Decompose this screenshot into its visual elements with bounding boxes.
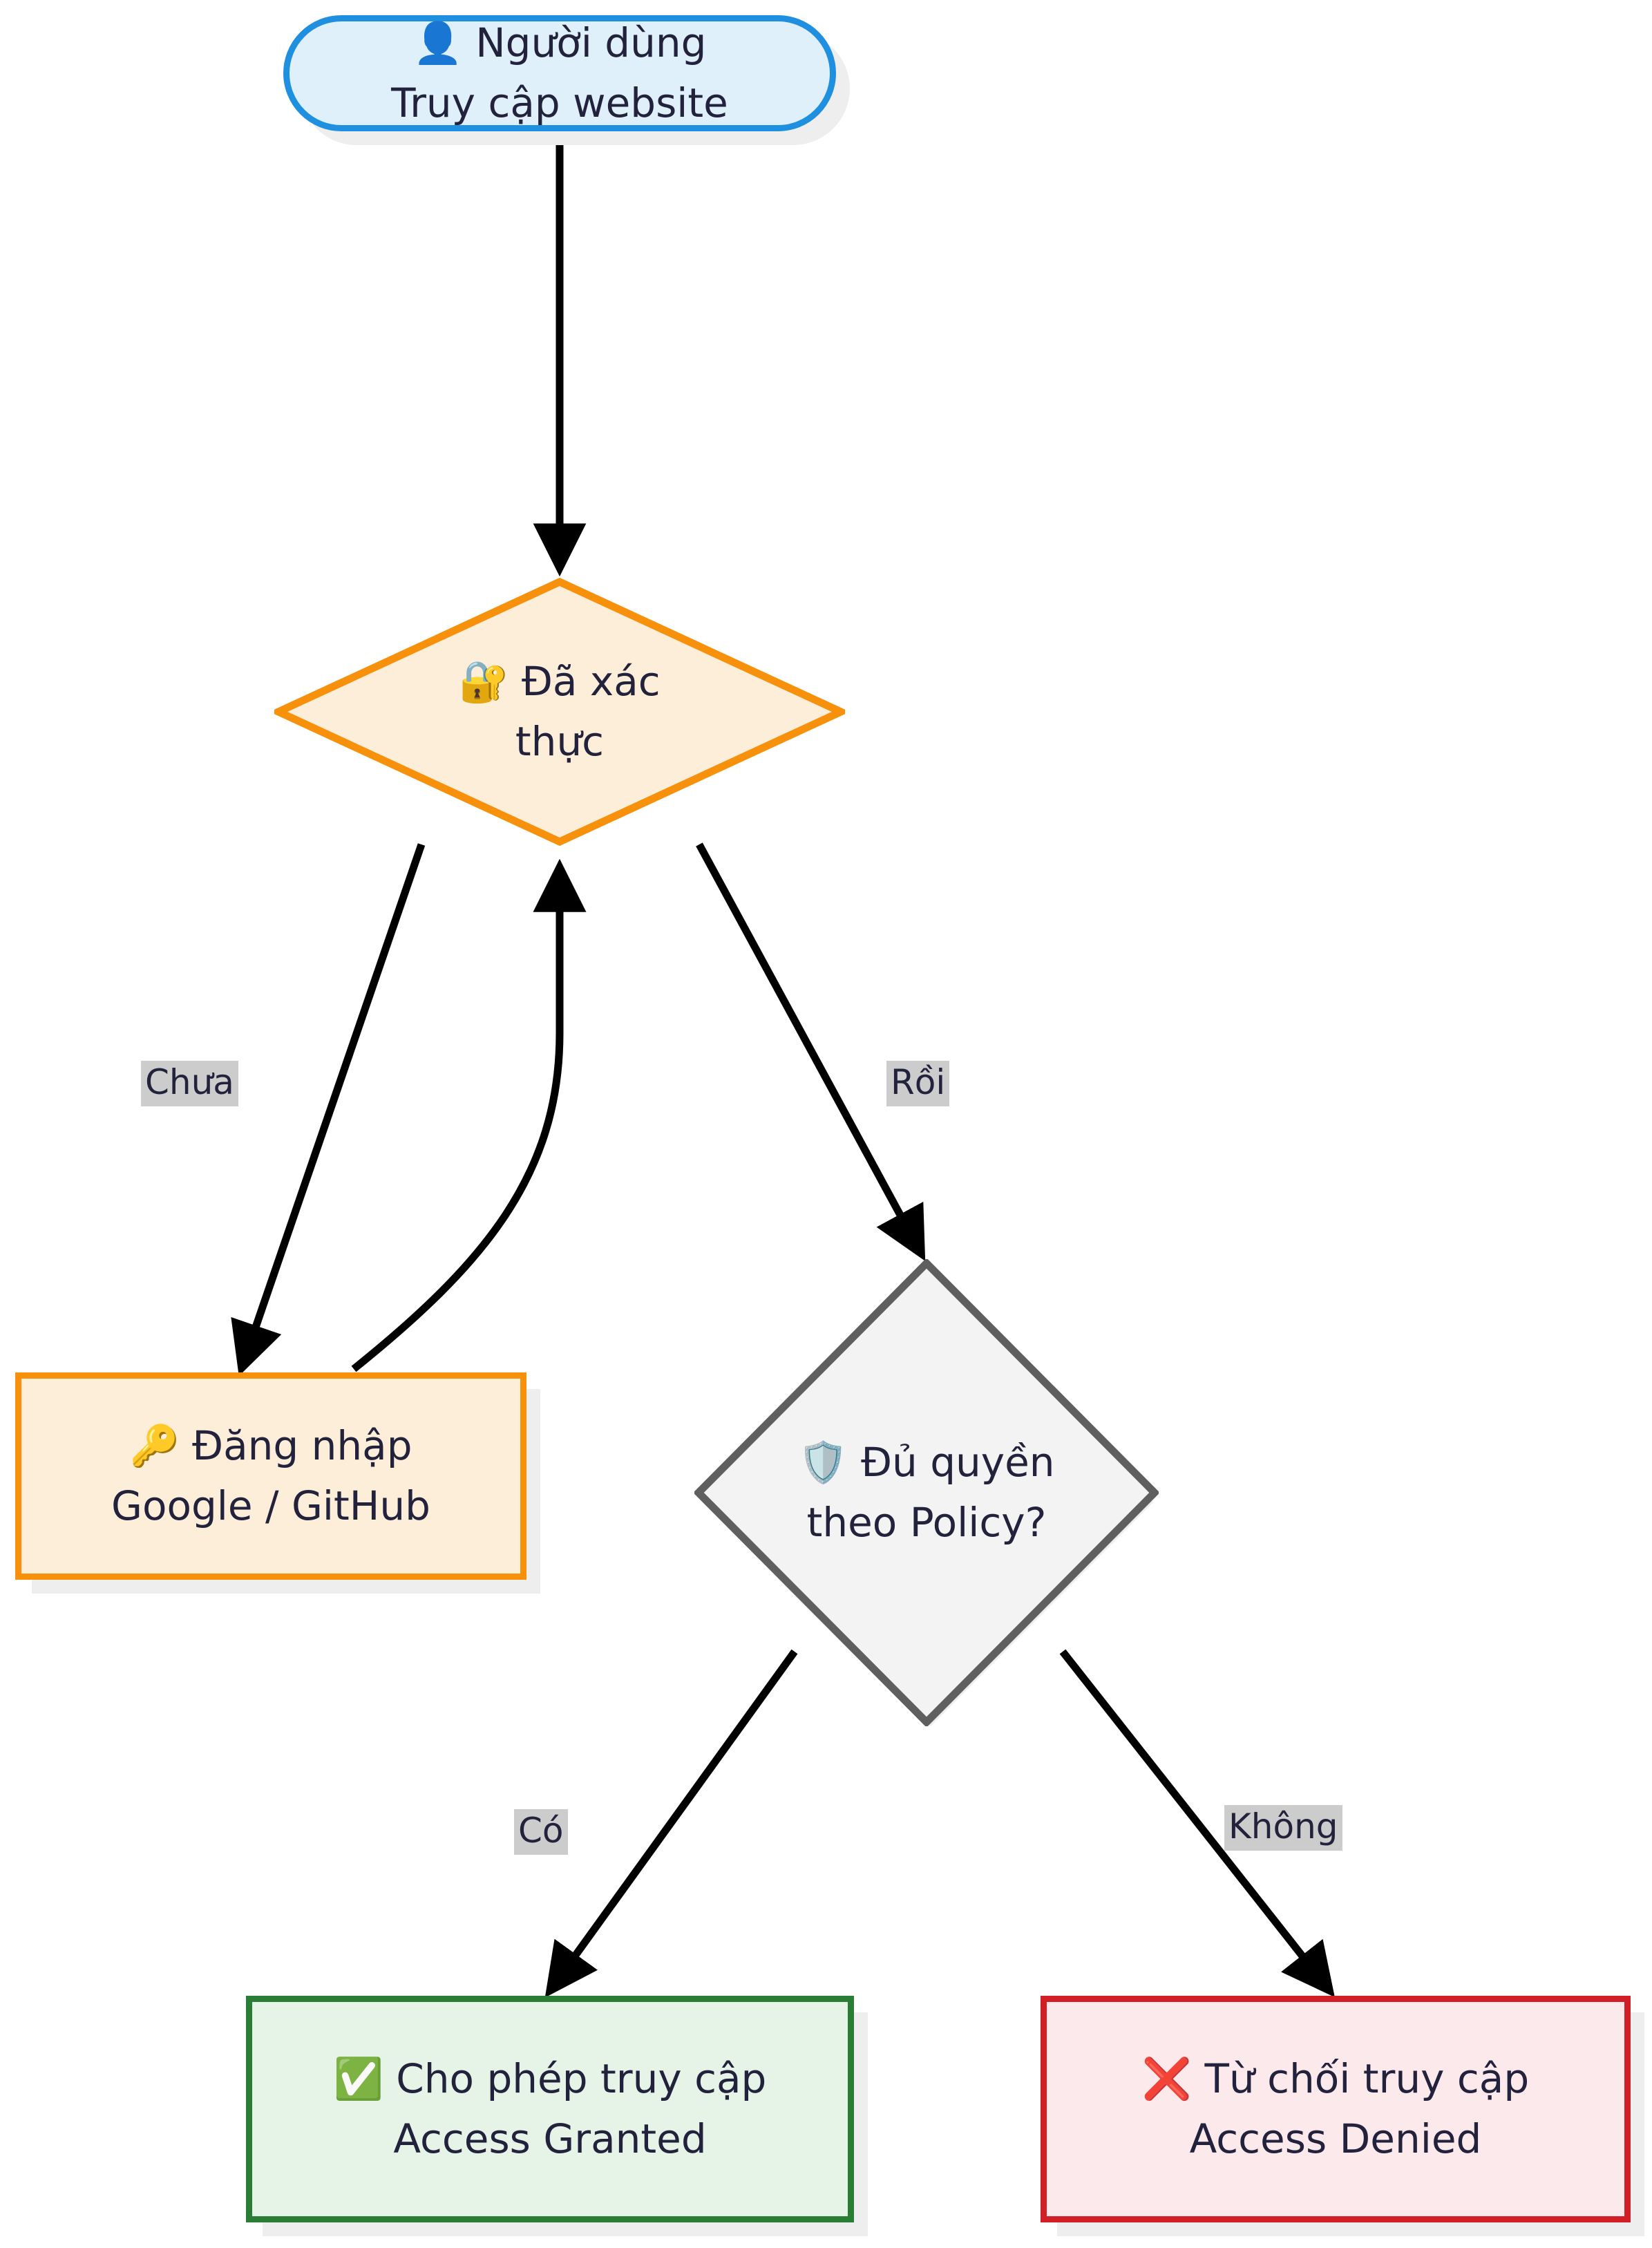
- edge-label-chua: Chưa: [141, 1061, 238, 1106]
- diamond-shape-policy: [694, 1259, 1159, 1726]
- edge-auth-to-policy: [696, 842, 926, 1261]
- node-result-access-granted[interactable]: ✅ Cho phép truy cập Access Granted: [246, 1996, 854, 2222]
- node-process-login-label: 🔑 Đăng nhập Google / GitHub: [111, 1422, 430, 1529]
- node-start-label: 👤 Người dùng Truy cập website: [391, 19, 728, 126]
- edge-label-roi: Rồi: [886, 1061, 950, 1106]
- edge-login-to-auth: [351, 858, 587, 1372]
- node-decision-authenticated[interactable]: 🔐 Đã xác thực: [274, 578, 845, 846]
- node-result-denied-label: ❌ Từ chối truy cập Access Denied: [1141, 2055, 1530, 2162]
- node-start-user-visits-website[interactable]: 👤 Người dùng Truy cập website: [283, 15, 836, 131]
- edge-auth-to-login: [231, 843, 426, 1377]
- node-result-granted-label: ✅ Cho phép truy cập Access Granted: [333, 2055, 767, 2162]
- node-decision-authenticated-label: 🔐 Đã xác thực: [459, 658, 661, 765]
- node-process-login-google-github[interactable]: 🔑 Đăng nhập Google / GitHub: [15, 1372, 526, 1580]
- node-decision-policy-label: 🛡️ Đủ quyền theo Policy?: [798, 1439, 1055, 1546]
- edge-policy-to-granted: [544, 1649, 798, 1998]
- edge-label-khong: Không: [1224, 1805, 1342, 1851]
- diamond-shape-auth: [274, 578, 845, 846]
- node-decision-policy-permission[interactable]: 🛡️ Đủ quyền theo Policy?: [694, 1259, 1159, 1726]
- edge-policy-to-denied: [1059, 1649, 1335, 1998]
- node-result-access-denied[interactable]: ❌ Từ chối truy cập Access Denied: [1041, 1996, 1631, 2222]
- edge-label-co: Có: [514, 1809, 568, 1855]
